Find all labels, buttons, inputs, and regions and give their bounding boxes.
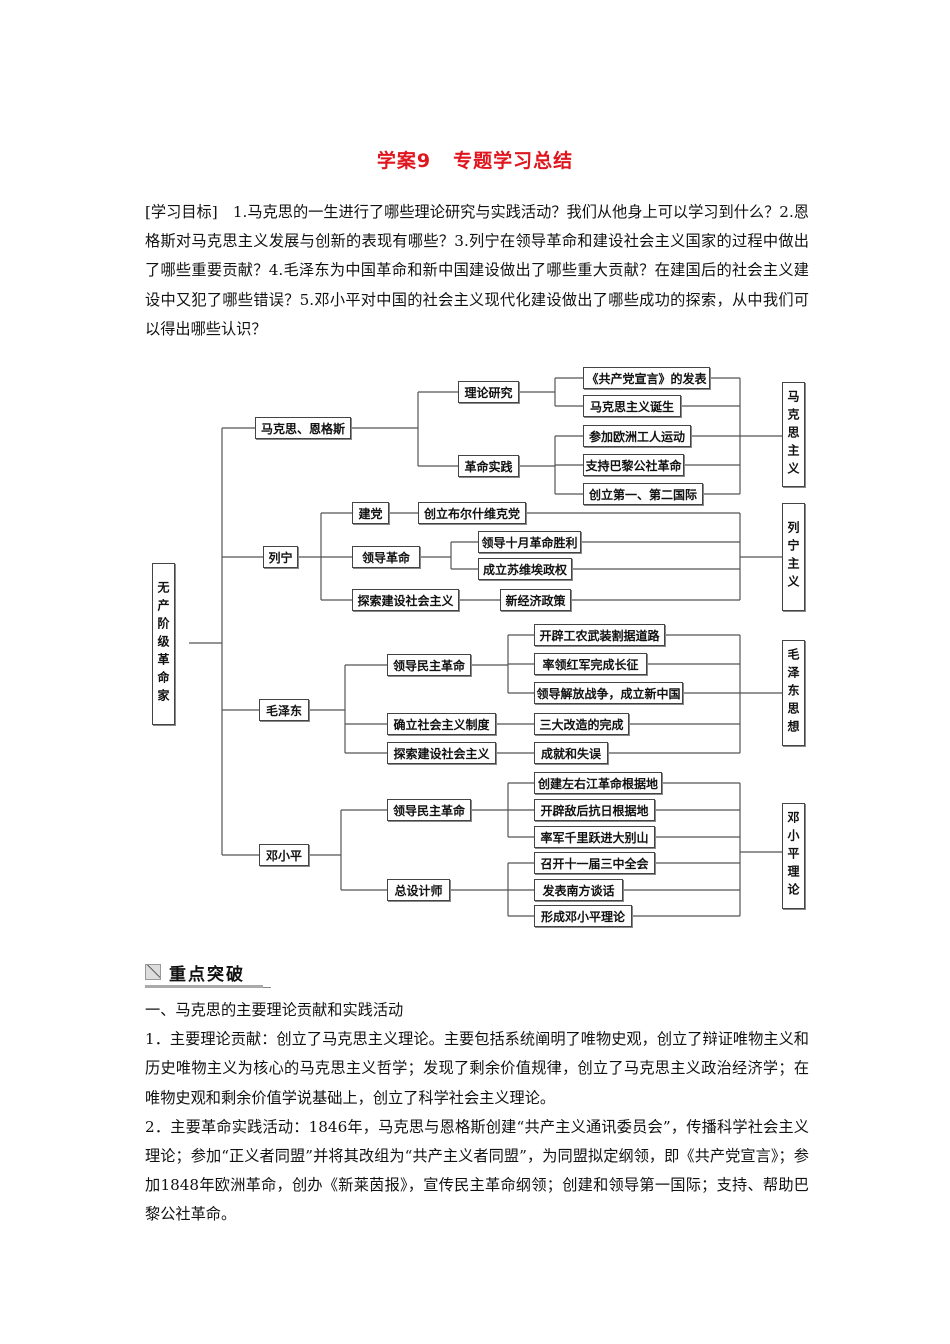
result-deng-theory: 邓小平理论	[782, 803, 805, 909]
node-lenin: 列宁	[263, 546, 298, 568]
node-mao: 毛泽东	[259, 699, 309, 721]
node-three-transformations: 三大改造的完成	[534, 713, 629, 735]
node-nep: 新经济政策	[500, 589, 571, 611]
page-title: 学案9 专题学习总结	[0, 146, 950, 173]
node-build-party: 建党	[352, 502, 389, 524]
node-deng-democratic-revolution: 领导民主革命	[387, 799, 471, 821]
result-leninism: 列宁主义	[782, 503, 805, 611]
node-chief-architect: 总设计师	[387, 879, 450, 901]
learning-objectives: [学习目标] 1.马克思的一生进行了哪些理论研究与实践活动？我们从他身上可以学习…	[145, 203, 809, 338]
node-mao-explore: 探索建设社会主义	[387, 742, 496, 764]
node-marxism-born: 马克思主义诞生	[583, 395, 681, 417]
diagonal-line-icon	[145, 964, 161, 980]
node-southern-tour: 发表南方谈话	[534, 879, 623, 901]
section-heading: 重点突破	[145, 960, 270, 986]
concept-map: 无产阶级革命家 马克思、恩格斯 理论研究 革命实践 《共产党宣言》的发表 马克思…	[152, 367, 805, 927]
node-dabie-mountains: 率军千里跃进大别山	[534, 826, 655, 848]
node-internationals: 创立第一、第二国际	[583, 483, 703, 505]
node-long-march: 率领红军完成长征	[534, 653, 647, 675]
node-deng-theory: 形成邓小平理论	[534, 905, 632, 927]
paragraph-practice: 2．主要革命实践活动：1846年，马克思与恩格斯创建“共产主义通讯委员会”，传播…	[145, 1117, 809, 1224]
node-anti-japanese-base: 开辟敌后抗日根据地	[534, 799, 655, 821]
node-lead-revolution: 领导革命	[352, 546, 420, 568]
node-deng: 邓小平	[259, 844, 309, 866]
root-node: 无产阶级革命家	[152, 563, 175, 725]
section-heading-label: 重点突破	[169, 965, 245, 985]
node-october-revolution: 领导十月革命胜利	[478, 531, 581, 553]
node-liberation-war: 领导解放战争，成立新中国	[534, 682, 683, 704]
node-mao-democratic-revolution: 领导民主革命	[387, 654, 471, 676]
heading-underline	[145, 985, 263, 988]
title-text: 专题学习总结	[453, 150, 574, 172]
paragraph-theory: 1．主要理论贡献：创立了马克思主义理论。主要包括系统阐明了唯物史观，创立了辩证唯…	[145, 1030, 809, 1107]
node-european-workers: 参加欧洲工人运动	[583, 425, 691, 447]
result-marxism: 马克思主义	[782, 382, 805, 487]
node-establish-socialism: 确立社会主义制度	[387, 713, 496, 735]
node-revolutionary-practice: 革命实践	[458, 455, 519, 477]
connector-lines	[189, 377, 782, 917]
node-manifesto: 《共产党宣言》的发表	[583, 367, 710, 389]
node-achievements-mistakes: 成就和失误	[534, 742, 608, 764]
node-theory-research: 理论研究	[458, 381, 519, 403]
node-zuoyoujiang: 创建左右江革命根据地	[534, 772, 662, 794]
subheading-marx: 一、马克思的主要理论贡献和实践活动	[145, 1001, 404, 1019]
node-bolshevik: 创立布尔什维克党	[418, 502, 526, 524]
node-soviet: 成立苏维埃政权	[478, 558, 572, 580]
node-marx-engels: 马克思、恩格斯	[255, 417, 351, 439]
node-lenin-explore: 探索建设社会主义	[352, 589, 459, 611]
title-number: 学案9	[376, 150, 432, 172]
node-third-plenum: 召开十一届三中全会	[534, 852, 655, 874]
result-mao-thought: 毛泽东思想	[782, 640, 805, 746]
node-armed-separatism: 开辟工农武装割据道路	[534, 624, 665, 646]
section-content: 一、马克思的主要理论贡献和实践活动 1．主要理论贡献：创立了马克思主义理论。主要…	[145, 996, 809, 1230]
heading-underline-thin	[263, 987, 271, 988]
node-paris-commune: 支持巴黎公社革命	[583, 454, 684, 476]
